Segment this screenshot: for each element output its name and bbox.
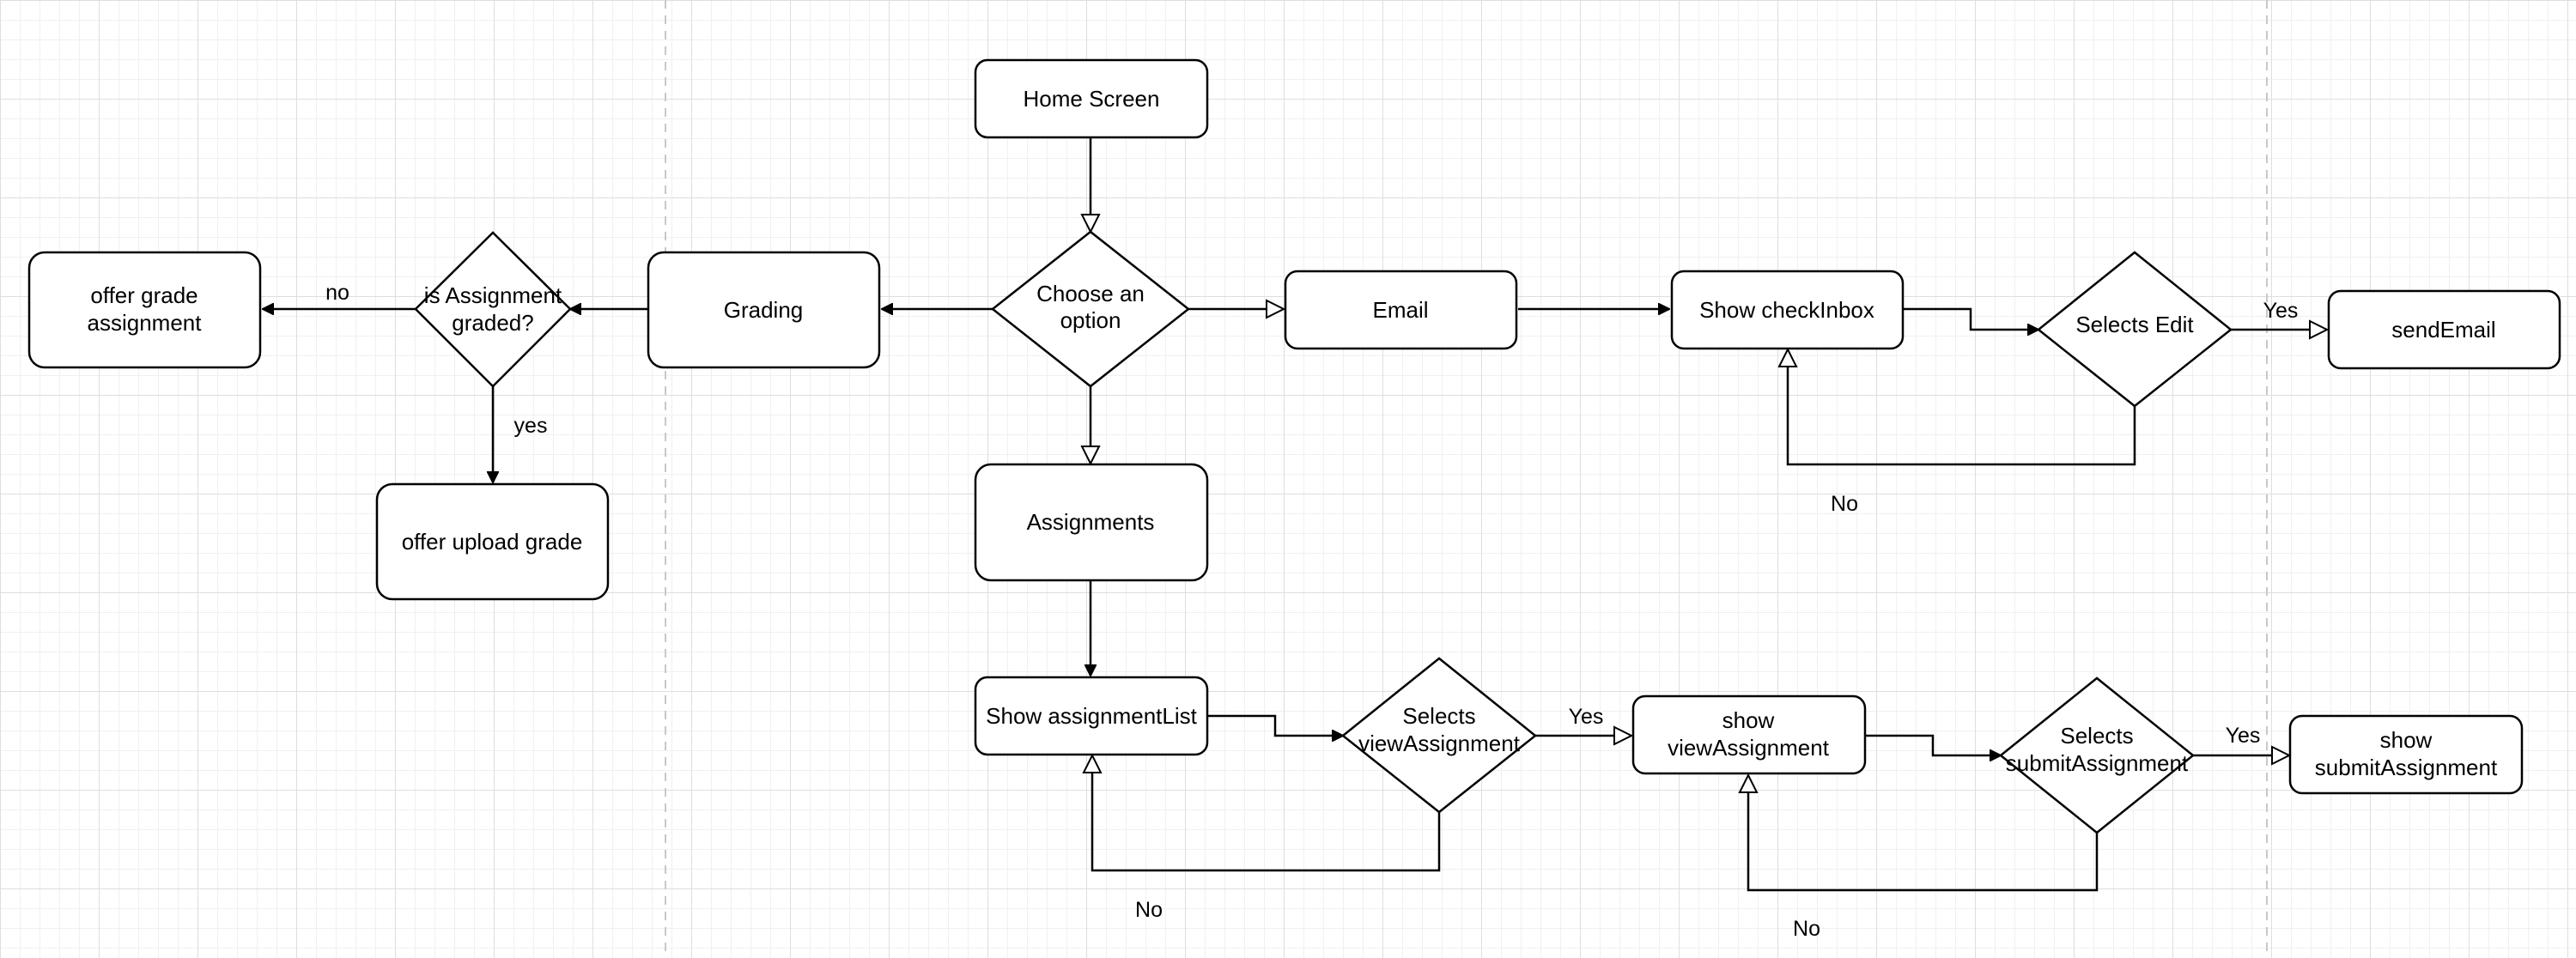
node-offer-upload-grade[interactable]: offer upload grade: [375, 482, 610, 601]
node-grading[interactable]: Grading: [647, 251, 881, 369]
node-label: Show checkInbox: [1699, 297, 1874, 323]
node-label-line2: viewAssignment: [1668, 735, 1830, 761]
node-label-line1: offer grade: [90, 282, 197, 308]
node-label-line2: submitAssignment: [2315, 755, 2498, 780]
edge-label-graded-no: no: [325, 281, 349, 305]
node-assignments[interactable]: Assignments: [974, 463, 1209, 582]
edge-label-submit-yes: Yes: [2226, 724, 2261, 748]
node-show-submit-assignment[interactable]: show submitAssignment: [2288, 714, 2524, 795]
node-label: Grading: [724, 297, 804, 323]
edge-label-edit-no: No: [1831, 492, 1858, 516]
node-label-line1: Selects: [2060, 723, 2133, 749]
node-label: offer upload grade: [402, 529, 583, 555]
node-label-line2: graded?: [452, 310, 533, 336]
edge-label-submit-no: No: [1793, 917, 1820, 941]
node-email[interactable]: Email: [1284, 270, 1518, 350]
node-home-screen[interactable]: Home Screen: [974, 58, 1209, 139]
edge-inbox-to-edit[interactable]: [1903, 307, 2038, 330]
node-label-line1: Choose an: [1036, 281, 1145, 306]
node-label: Assignments: [1027, 509, 1155, 535]
node-show-assignment-list[interactable]: Show assignmentList: [974, 676, 1209, 756]
edge-view-no[interactable]: [1092, 755, 1441, 872]
edge-showview-to-selectssubmit[interactable]: [1865, 734, 2001, 755]
node-label: sendEmail: [2391, 317, 2495, 343]
edge-label-edit-yes: Yes: [2263, 299, 2299, 323]
node-label-line2: option: [1060, 307, 1121, 333]
node-label: Email: [1372, 297, 1428, 323]
edge-label-view-yes: Yes: [1569, 705, 1604, 729]
node-send-email[interactable]: sendEmail: [2327, 289, 2561, 370]
node-label-line1: show: [1722, 707, 1775, 733]
decision-selects-submit-assignment[interactable]: Selects submitAssignment: [1999, 676, 2195, 834]
edge-label-graded-yes: yes: [514, 414, 548, 438]
node-label-line1: Selects: [1402, 703, 1475, 729]
decision-is-assignment-graded[interactable]: is Assignment graded?: [414, 231, 572, 388]
node-label-line2: assignment: [88, 310, 203, 336]
node-label-line2: viewAssignment: [1358, 731, 1521, 756]
node-show-check-inbox[interactable]: Show checkInbox: [1670, 270, 1905, 350]
decision-selects-edit[interactable]: Selects Edit: [2036, 251, 2233, 408]
edge-label-view-no: No: [1135, 898, 1163, 922]
node-show-view-assignment[interactable]: show viewAssignment: [1631, 694, 1867, 775]
edge-edit-no[interactable]: [1788, 349, 2136, 466]
node-label: Show assignmentList: [986, 703, 1197, 729]
node-offer-grade-assignment[interactable]: offer grade assignment: [27, 251, 262, 369]
node-label: Selects Edit: [2075, 312, 2194, 337]
node-label: Home Screen: [1024, 86, 1160, 112]
node-label-line2: submitAssignment: [2006, 750, 2189, 776]
edge-list-to-selectsview[interactable]: [1207, 714, 1343, 736]
node-label-line1: is Assignment: [424, 282, 562, 308]
node-label-line1: show: [2380, 727, 2433, 753]
edge-submit-no[interactable]: [1748, 775, 2099, 892]
decision-choose-option[interactable]: Choose an option: [990, 230, 1191, 388]
decision-selects-view-assignment[interactable]: Selects viewAssignment: [1340, 657, 1538, 814]
